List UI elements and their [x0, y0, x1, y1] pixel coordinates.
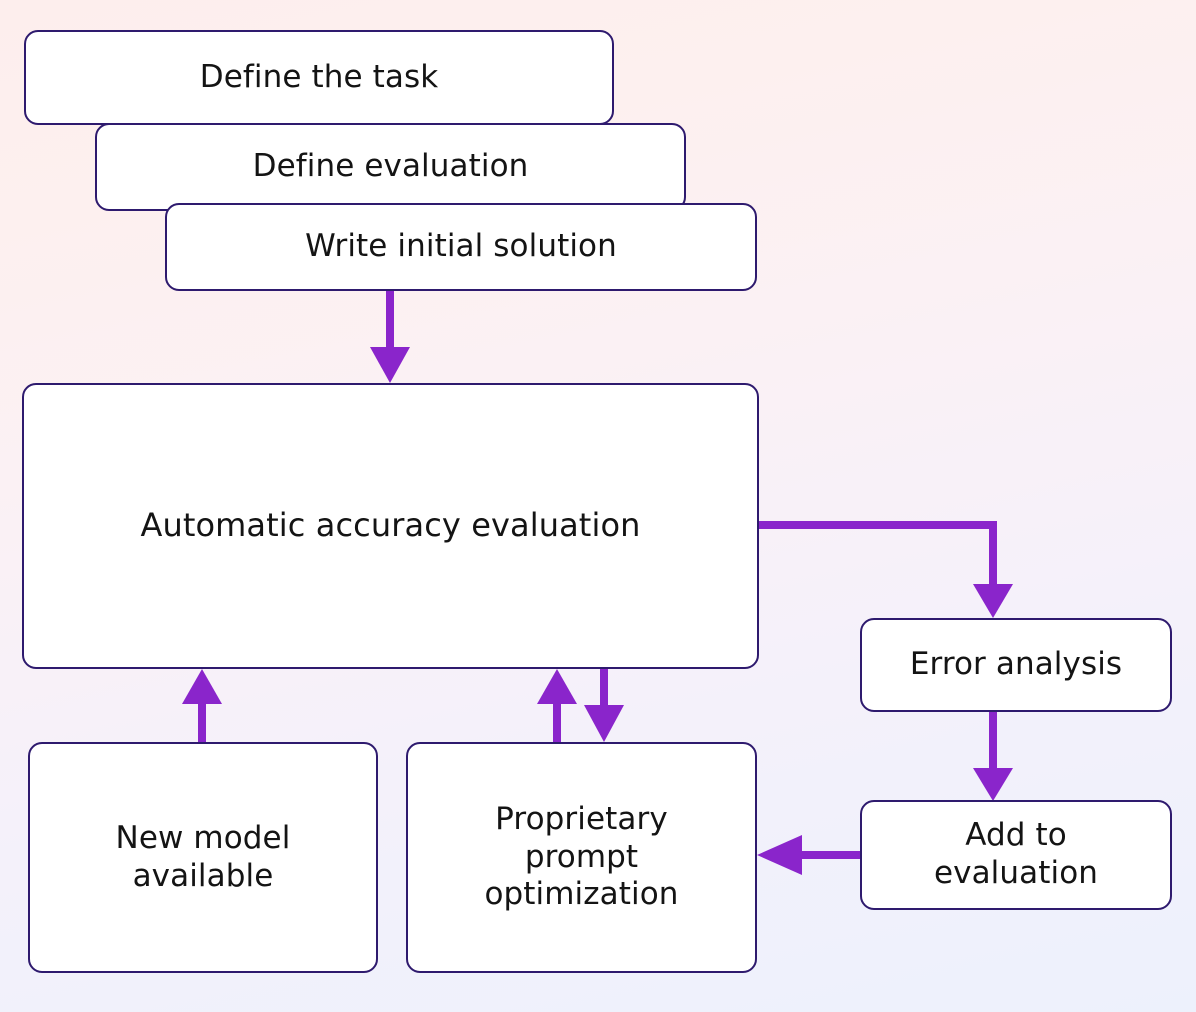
node-label-add-to-evaluation: Add to evaluation: [933, 817, 1099, 891]
edge-add-to-eval-to-prompt-opt: [757, 835, 860, 875]
edge-auto-eval-to-error-analysis: [757, 521, 1013, 618]
node-define-evaluation[interactable]: Define evaluation: [95, 123, 686, 211]
node-define-the-task[interactable]: Define the task: [24, 30, 614, 125]
node-label-automatic-accuracy-evaluation: Automatic accuracy evaluation: [140, 506, 641, 545]
node-new-model-available[interactable]: New model available: [28, 742, 378, 973]
node-label-new-model-available: New model available: [115, 819, 291, 894]
node-label-error-analysis: Error analysis: [909, 646, 1123, 683]
node-label-define-evaluation: Define evaluation: [252, 148, 529, 185]
edge-new-model-to-auto-eval: [182, 669, 222, 742]
node-add-to-evaluation[interactable]: Add to evaluation: [860, 800, 1172, 910]
node-write-initial-solution[interactable]: Write initial solution: [165, 203, 757, 291]
edge-auto-eval-to-prompt-opt: [584, 669, 624, 742]
edge-error-analysis-to-add-to-eval: [973, 712, 1013, 801]
edge-write-solution-to-auto-eval: [370, 291, 410, 383]
edge-prompt-opt-to-auto-eval: [537, 669, 577, 742]
node-proprietary-prompt-optimization[interactable]: Proprietary prompt optimization: [406, 742, 757, 973]
node-label-define-the-task: Define the task: [199, 58, 439, 95]
node-label-proprietary-prompt-optimization: Proprietary prompt optimization: [484, 800, 679, 913]
node-automatic-accuracy-evaluation[interactable]: Automatic accuracy evaluation: [22, 383, 759, 669]
node-error-analysis[interactable]: Error analysis: [860, 618, 1172, 712]
node-label-write-initial-solution: Write initial solution: [305, 228, 617, 265]
